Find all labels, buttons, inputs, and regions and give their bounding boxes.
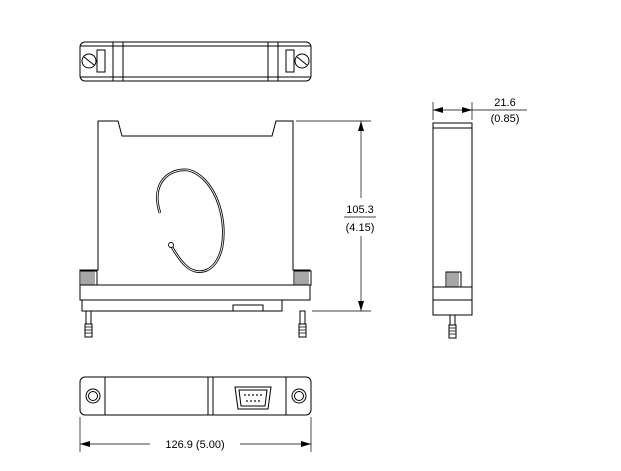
width-dimension — [79, 417, 312, 452]
coil-icon — [156, 168, 225, 273]
screw-head-icon — [81, 53, 97, 69]
height-mm-label: 105.3 — [346, 204, 374, 216]
front-view — [79, 120, 312, 338]
screw-head-icon — [294, 53, 310, 69]
depth-dimension — [432, 102, 527, 120]
bottom-view — [79, 376, 312, 416]
height-in-label: (4.15) — [346, 222, 375, 234]
depth-in-label: (0.85) — [491, 113, 520, 125]
depth-mm-label: 21.6 — [494, 97, 515, 109]
top-view — [79, 41, 312, 82]
mounting-hole-icon — [291, 388, 307, 404]
pin-icon — [84, 310, 93, 338]
side-view — [432, 122, 473, 339]
db9-connector-icon — [234, 386, 272, 410]
height-dimension — [296, 120, 376, 312]
mounting-hole-icon — [85, 388, 101, 404]
terminal-block-right — [293, 270, 312, 286]
terminal-block-left — [79, 270, 98, 286]
pin-icon — [298, 310, 307, 338]
pin-icon — [448, 314, 457, 339]
width-label: 126.9 (5.00) — [165, 439, 224, 451]
